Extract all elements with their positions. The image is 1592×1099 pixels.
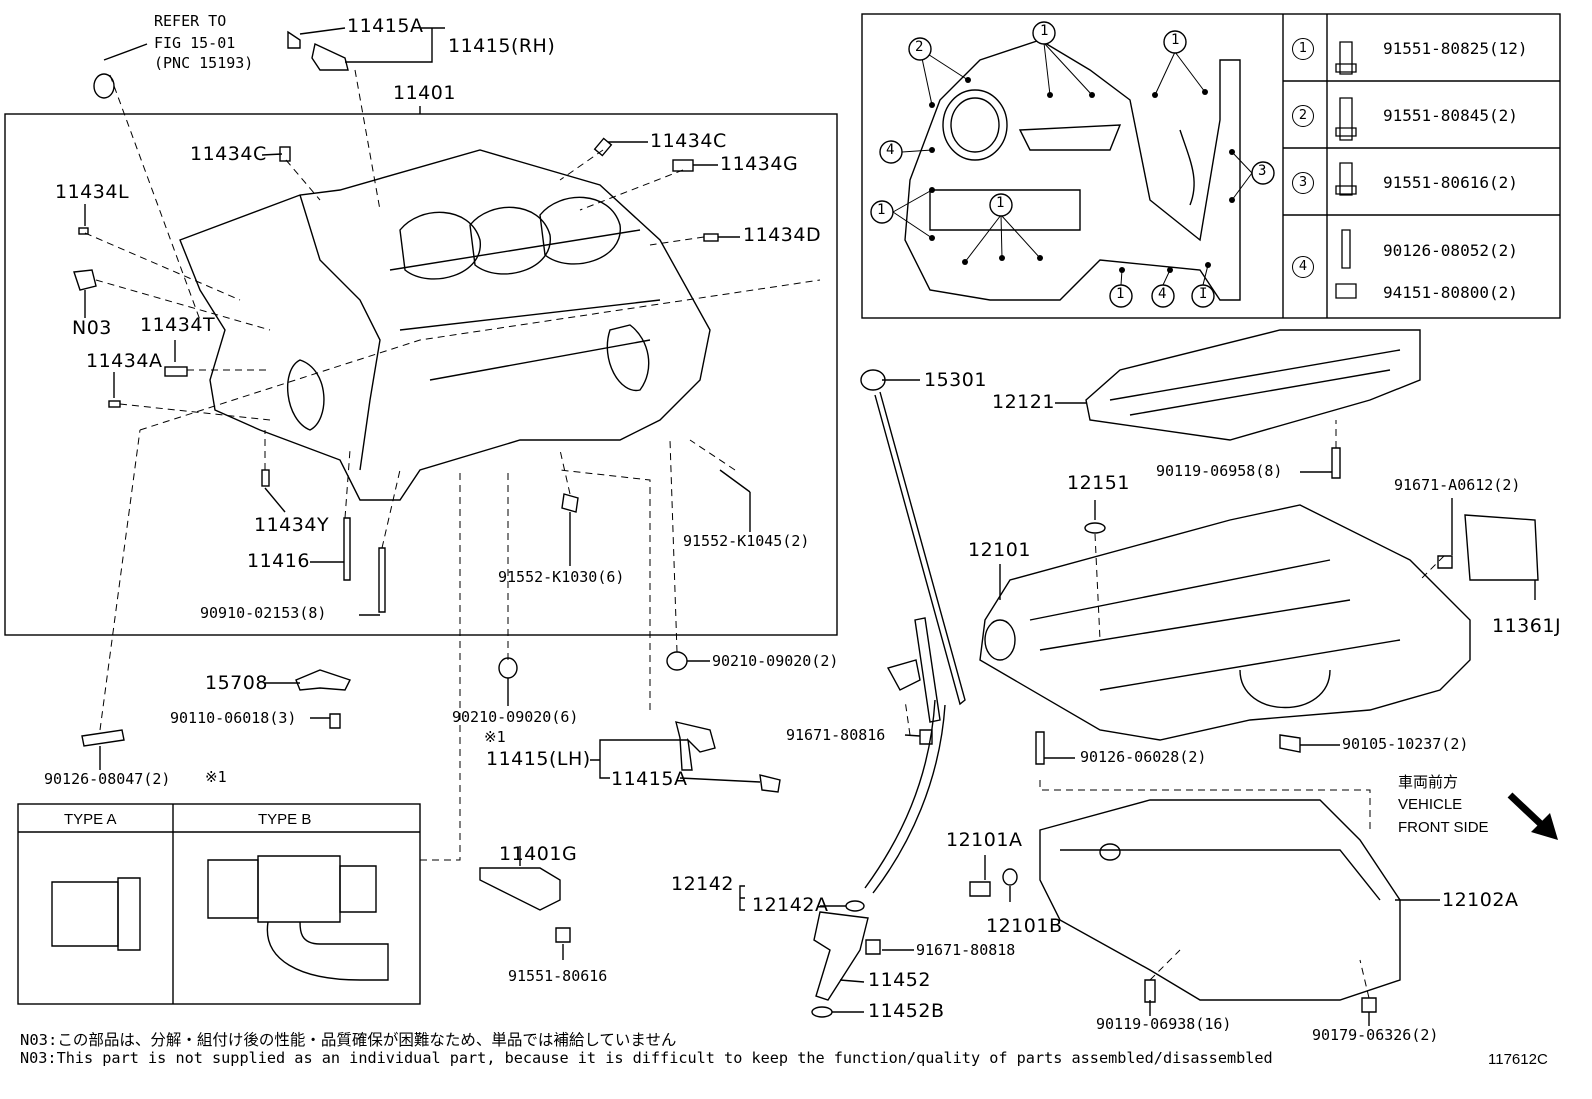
dipstick-guide (813, 911, 869, 1001)
part-label-11415LH[interactable]: 11415(LH) (486, 748, 591, 770)
part-label-11401G[interactable]: 11401G (499, 843, 578, 865)
part-link[interactable]: 91551-80825(12) (1383, 39, 1528, 58)
refer-line-1: REFER TO (154, 12, 227, 30)
timing-cover-outline (904, 39, 1241, 301)
part-link[interactable]: 91551-80616(2) (1383, 173, 1518, 192)
vehicle-front-en-2: FRONT SIDE (1398, 819, 1489, 836)
part-label-90119-06958[interactable]: 90119-06958(8) (1156, 462, 1283, 480)
part-label-91551-80616[interactable]: 91551-80616 (508, 967, 608, 985)
refer-line-2[interactable]: FIG 15-01 (154, 34, 236, 52)
part-label-90910-02153[interactable]: 90910-02153(8) (200, 604, 327, 622)
part-label-90110-06018[interactable]: 90110-06018(3) (170, 709, 297, 727)
part-label-11434G[interactable]: 11434G (720, 153, 799, 175)
callout-1: 1 (996, 195, 1005, 211)
part-label-91671-A0612[interactable]: 91671-A0612(2) (1394, 476, 1521, 494)
type-b-header: TYPE B (258, 811, 312, 828)
note-jp: N03:この部品は、分解・組付け後の性能・品質確保が困難なため、単品では補給して… (20, 1031, 677, 1049)
part-label-12101[interactable]: 12101 (968, 539, 1031, 561)
refer-line-3: (PNC 15193) (154, 54, 254, 72)
part-label-12142A[interactable]: 12142A (752, 894, 829, 916)
part-label-90210-09020[interactable]: 90210-09020(2) (712, 652, 839, 670)
lower-oil-pan (1039, 799, 1401, 1001)
note-ref-1: ※1 (484, 728, 506, 746)
part-label-11415RH[interactable]: 11415(RH) (448, 35, 556, 57)
part-label-11452B[interactable]: 11452B (868, 1000, 945, 1022)
part-label-12142[interactable]: 12142 (671, 873, 734, 895)
type-a-header: TYPE A (64, 811, 117, 828)
vehicle-front-jp: 車両前方 (1398, 774, 1459, 791)
callout-1: 1 (1116, 286, 1125, 302)
note-en: N03:This part is not supplied as an indi… (20, 1049, 1273, 1067)
part-label-91552-K1045[interactable]: 91552-K1045(2) (683, 532, 810, 550)
part-label-90126-06028[interactable]: 90126-06028(2) (1080, 748, 1207, 766)
bolt-table-row-4: 4 90126-08052(2) 94151-80800(2) (1292, 241, 1518, 302)
part-label-11434T[interactable]: 11434T (140, 314, 216, 336)
part-label-11434C[interactable]: 11434C (650, 130, 727, 152)
callout-4: 4 (1158, 286, 1167, 302)
part-label-90179-06326[interactable]: 90179-06326(2) (1312, 1026, 1439, 1044)
baffle-plate (1085, 329, 1421, 441)
bolt-table-row-3: 3 91551-80616(2) (1292, 171, 1518, 194)
part-label-11361J[interactable]: 11361J (1492, 615, 1562, 637)
callout-1: 1 (1040, 23, 1049, 39)
part-label-90105-10237[interactable]: 90105-10237(2) (1342, 735, 1469, 753)
part-label-90210-09020[interactable]: 90210-09020(6) (452, 708, 579, 726)
part-label-11415A[interactable]: 11415A (611, 768, 688, 790)
part-link[interactable]: 90126-08052(2) (1383, 241, 1518, 260)
block-frame (4, 113, 838, 636)
part-label-15708[interactable]: 15708 (205, 672, 268, 694)
part-label-91552-K1030[interactable]: 91552-K1030(6) (498, 568, 625, 586)
part-label-91671-80816[interactable]: 91671-80816 (786, 726, 886, 744)
bolt-table-row-1: 1 91551-80825(12) (1292, 37, 1528, 60)
callout-1: I (1199, 286, 1208, 302)
type-table-frame (17, 803, 421, 1005)
part-link[interactable]: 94151-80800(2) (1383, 283, 1518, 302)
part-label-11434A[interactable]: 11434A (86, 350, 163, 372)
front-arrow (1507, 792, 1548, 831)
part-label-11415A[interactable]: 11415A (347, 15, 424, 37)
callout-1: 1 (877, 202, 886, 218)
part-label-11416[interactable]: 11416 (247, 550, 310, 572)
part-label-12121[interactable]: 12121 (992, 391, 1055, 413)
bolt-layout-frame (861, 13, 1561, 319)
part-label-90119-06938[interactable]: 90119-06938(16) (1096, 1015, 1232, 1033)
part-label-11434C[interactable]: 11434C (190, 143, 267, 165)
part-label-90126-08047[interactable]: 90126-08047(2) (44, 770, 171, 788)
part-label-11434L[interactable]: 11434L (55, 181, 130, 203)
part-label-11401[interactable]: 11401 (393, 82, 456, 104)
cylinder-block (179, 149, 711, 501)
callout-3: 3 (1258, 163, 1267, 179)
part-label-11434Y[interactable]: 11434Y (254, 514, 330, 536)
part-label-91671-80818[interactable]: 91671-80818 (916, 941, 1016, 959)
note-ref-1: ※1 (205, 768, 227, 786)
part-label-N03[interactable]: N03 (72, 317, 112, 339)
figure-code: 117612C (1488, 1051, 1548, 1068)
vehicle-front-en-1: VEHICLE (1398, 796, 1463, 813)
part-link[interactable]: 91551-80845(2) (1383, 106, 1518, 125)
bolt-table-row-2: 2 91551-80845(2) (1292, 104, 1518, 127)
part-label-12101A[interactable]: 12101A (946, 829, 1023, 851)
callout-4: 4 (886, 142, 895, 158)
part-label-12151[interactable]: 12151 (1067, 472, 1130, 494)
callout-2: 2 (915, 39, 924, 55)
part-label-11452[interactable]: 11452 (868, 969, 931, 991)
part-label-11434D[interactable]: 11434D (743, 224, 822, 246)
callout-1: 1 (1171, 32, 1180, 48)
part-label-15301[interactable]: 15301 (924, 369, 987, 391)
part-label-12102A[interactable]: 12102A (1442, 889, 1519, 911)
upper-oil-pan (979, 504, 1471, 741)
part-label-12101B[interactable]: 12101B (986, 915, 1063, 937)
